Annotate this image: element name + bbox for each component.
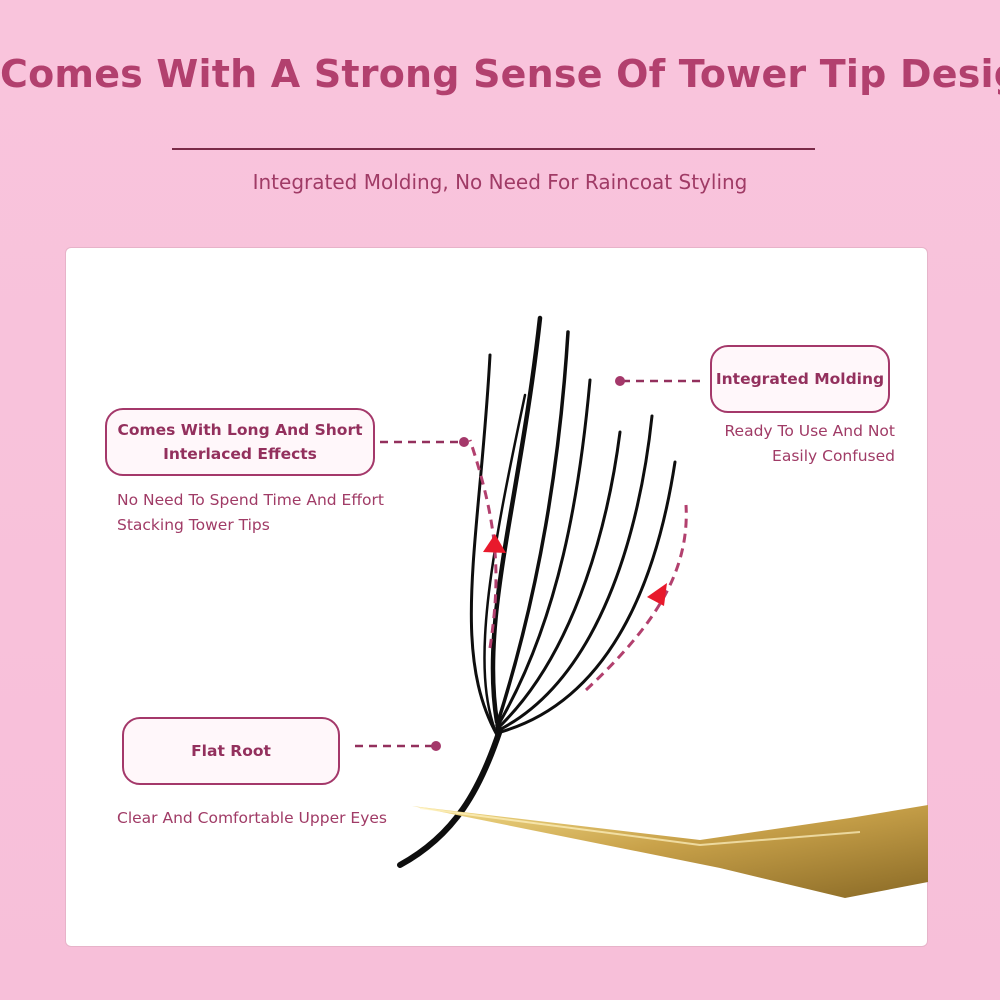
flat-root-note: Clear And Comfortable Upper Eyes <box>117 809 387 827</box>
integrated-molding-label: Integrated Molding <box>710 345 890 413</box>
title-divider <box>172 148 815 150</box>
interlaced-label-line2: Interlaced Effects <box>163 445 317 463</box>
interlaced-note-line1: No Need To Spend Time And Effort <box>117 491 384 509</box>
interlaced-note-line2: Stacking Tower Tips <box>117 516 270 534</box>
interlaced-label-line1: Comes With Long And Short <box>117 421 363 439</box>
flat-root-label: Flat Root <box>122 717 340 785</box>
interlaced-effects-label: Comes With Long And Short Interlaced Eff… <box>105 408 375 476</box>
integrated-molding-note: Ready To Use And Not Easily Confused <box>640 419 895 469</box>
page-subtitle: Integrated Molding, No Need For Raincoat… <box>252 170 748 194</box>
integrated-note-line1: Ready To Use And Not <box>724 422 895 440</box>
page-title: Comes With A Strong Sense Of Tower Tip D… <box>0 52 1000 96</box>
integrated-note-line2: Easily Confused <box>772 447 895 465</box>
interlaced-effects-note: No Need To Spend Time And Effort Stackin… <box>117 488 437 538</box>
